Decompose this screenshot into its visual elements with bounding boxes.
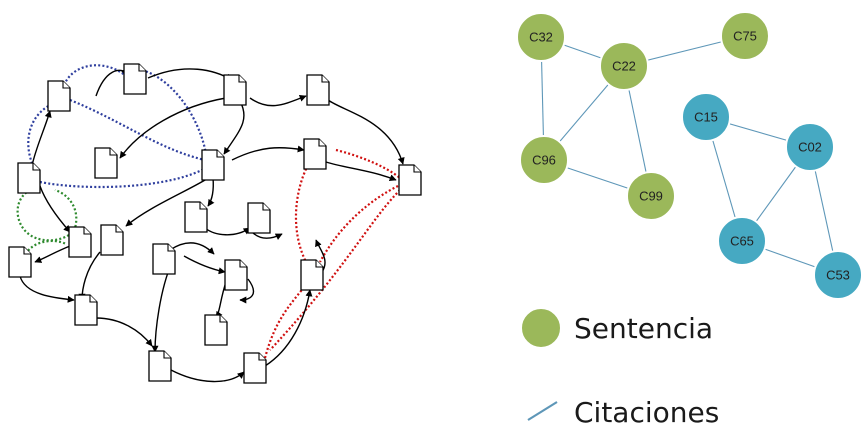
dotted-link-blue xyxy=(62,64,129,86)
graph-node-circle xyxy=(813,250,863,300)
graph-node-c99[interactable]: C99 xyxy=(626,171,676,221)
citation-arrow xyxy=(231,145,305,161)
document-icon xyxy=(47,80,71,112)
document-icon xyxy=(306,74,330,106)
citation-arrow xyxy=(239,278,255,304)
document-icon xyxy=(123,63,147,95)
citation-arrow xyxy=(207,177,215,207)
dotted-link-red xyxy=(319,185,399,263)
graph-node-c53[interactable]: C53 xyxy=(813,250,863,300)
graph-node-label: C75 xyxy=(733,29,757,44)
citation-arrow xyxy=(327,99,405,165)
document-icon xyxy=(300,259,324,291)
graph-node-circle xyxy=(516,12,566,62)
citation-arrow xyxy=(325,161,397,182)
dotted-link-blue xyxy=(69,98,206,162)
citation-arrow xyxy=(249,94,307,107)
document-icon xyxy=(247,202,271,234)
document-icon xyxy=(204,314,228,346)
document-icon xyxy=(68,226,92,258)
document-icon xyxy=(184,201,208,233)
graph-node-c65[interactable]: C65 xyxy=(717,216,767,266)
graph-node-circle xyxy=(599,41,649,91)
citation-arrow xyxy=(264,289,313,367)
citation-arrow xyxy=(125,176,211,227)
dotted-link-red xyxy=(294,164,309,263)
dotted-link-blue xyxy=(141,68,208,155)
legend: Sentencia Citaciones xyxy=(520,307,719,424)
graph-node-circle xyxy=(785,122,835,172)
citation-arrow xyxy=(170,369,245,383)
graph-node-c75[interactable]: C75 xyxy=(720,11,770,61)
document-icon xyxy=(243,352,267,384)
graph-node-label: C53 xyxy=(826,268,850,283)
document-icon xyxy=(201,149,225,181)
document-icon xyxy=(398,164,422,196)
graph-node-label: C96 xyxy=(532,153,556,168)
dotted-link-red xyxy=(269,189,401,351)
document-icon xyxy=(152,243,176,275)
legend-edge-swatch xyxy=(527,401,558,421)
graph-node-label: C02 xyxy=(798,140,822,155)
graph-node-c96[interactable]: C96 xyxy=(519,135,569,185)
citation-arrow xyxy=(147,68,233,81)
citation-arrows xyxy=(19,67,405,383)
dotted-link-blue xyxy=(39,169,203,189)
citation-arrow xyxy=(34,245,71,263)
legend-node-swatch xyxy=(520,307,562,349)
citation-arrow xyxy=(251,231,283,240)
graph-node-circle xyxy=(720,11,770,61)
citation-arrow xyxy=(95,317,153,347)
document-icon xyxy=(303,138,327,170)
graph-node-circle xyxy=(681,92,731,142)
graph-node-c15[interactable]: C15 xyxy=(681,92,731,142)
dotted-link-red xyxy=(335,148,401,179)
citation-arrow xyxy=(119,97,227,159)
citation-arrow xyxy=(31,110,52,167)
citation-arrow xyxy=(183,255,226,275)
legend-edge-label: Citaciones xyxy=(574,396,719,424)
graph-node-c22[interactable]: C22 xyxy=(599,41,649,91)
graph-node-label: C99 xyxy=(639,189,663,204)
graph-node-label: C22 xyxy=(612,59,636,74)
citation-arrow xyxy=(78,251,101,301)
legend-node-label: Sentencia xyxy=(574,312,713,345)
graph-node-label: C15 xyxy=(694,110,718,125)
graph-node-circle xyxy=(626,171,676,221)
citation-arrow xyxy=(169,242,215,255)
citation-arrow xyxy=(223,100,245,155)
document-icon xyxy=(224,259,248,291)
dotted-link-red xyxy=(263,285,306,359)
citation-arrow xyxy=(19,275,75,303)
document-icon xyxy=(17,162,41,194)
graph-node-c32[interactable]: C32 xyxy=(516,12,566,62)
document-icon xyxy=(74,294,98,326)
graph-node-label: C32 xyxy=(529,30,553,45)
document-icons xyxy=(8,63,422,384)
citation-arrow xyxy=(151,261,173,353)
dotted-link-green xyxy=(16,188,78,242)
graph-node-circle xyxy=(519,135,569,185)
document-icon xyxy=(223,74,247,106)
graph-node-label: C65 xyxy=(730,234,754,249)
citation-arrow xyxy=(39,185,71,233)
graph-node-circle xyxy=(717,216,767,266)
document-icon xyxy=(100,224,124,256)
document-icon xyxy=(8,246,32,278)
graph-node-c02[interactable]: C02 xyxy=(785,122,835,172)
document-citation-network xyxy=(8,63,422,384)
document-icon xyxy=(94,147,118,179)
document-icon xyxy=(148,350,172,382)
citation-arrow xyxy=(204,227,251,236)
